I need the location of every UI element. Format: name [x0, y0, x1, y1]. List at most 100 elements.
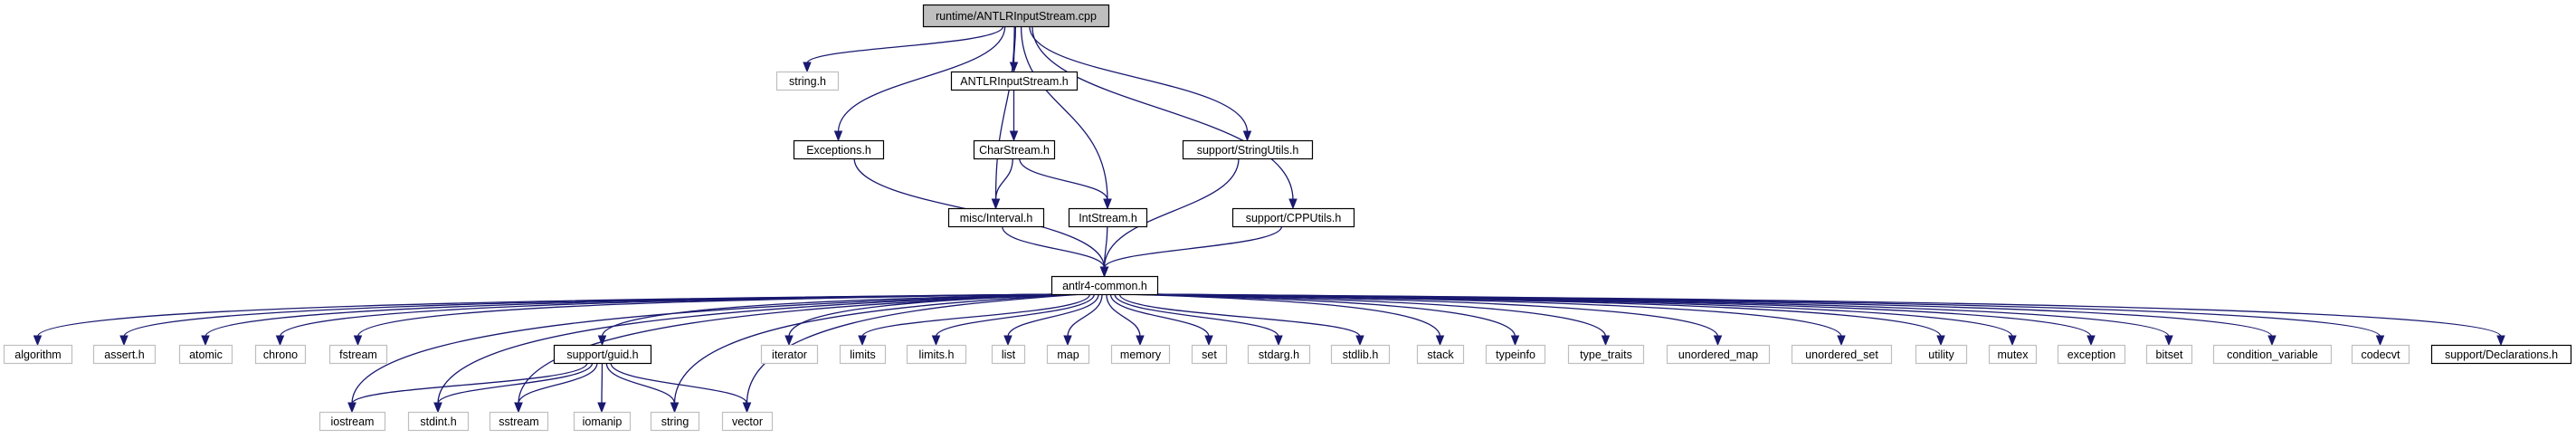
node-label: exception: [2067, 348, 2116, 361]
graph-node-stack: stack: [1416, 344, 1465, 365]
edge-arrowhead: [119, 335, 128, 347]
graph-node-map: map: [1046, 344, 1090, 365]
node-box: [1247, 344, 1311, 365]
node-label: unordered_set: [1805, 348, 1878, 361]
node-box: [991, 344, 1026, 365]
graph-node-iostream: iostream: [318, 411, 386, 432]
edge-charstream-h-to-intstream-h: [1019, 157, 1108, 201]
edge-common-h-to-string: [673, 293, 1079, 405]
node-box: [1050, 275, 1159, 296]
node-label: Exceptions.h: [806, 144, 871, 157]
graph-node-unordered-map: unordered_map: [1666, 344, 1771, 365]
edge-root-to-exceptions-h: [837, 25, 1006, 133]
node-box: [1231, 207, 1355, 228]
node-box: [3, 344, 73, 365]
edge-common-h-to-iostream: [351, 293, 1060, 405]
graph-node-common-h[interactable]: antlr4-common.h: [1050, 275, 1159, 296]
node-box: [1191, 344, 1228, 365]
node-label: support/StringUtils.h: [1197, 144, 1299, 157]
graph-node-stringutils-h[interactable]: support/StringUtils.h: [1182, 139, 1314, 160]
edge-arrowhead: [1063, 335, 1072, 347]
edge-root-to-intstream-h: [1020, 25, 1108, 201]
node-box: [2212, 344, 2333, 365]
graph-node-set: set: [1191, 344, 1228, 365]
node-label: map: [1057, 348, 1079, 361]
node-box: [318, 411, 386, 432]
node-box: [1666, 344, 1771, 365]
node-box: [721, 411, 774, 432]
edge-root-to-string-h: [806, 25, 1004, 64]
graph-node-unordered-set: unordered_set: [1791, 344, 1893, 365]
graph-node-charstream-h[interactable]: CharStream.h: [973, 139, 1056, 160]
edge-arrowhead: [1510, 335, 1520, 347]
node-label: fstream: [339, 348, 377, 361]
node-box: [922, 4, 1110, 28]
graph-node-intstream-h[interactable]: IntStream.h: [1068, 207, 1148, 228]
graph-node-exceptions-h[interactable]: Exceptions.h: [793, 139, 885, 160]
node-box: [254, 344, 307, 365]
graph-node-stdlib-h: stdlib.h: [1330, 344, 1391, 365]
node-label: unordered_map: [1678, 348, 1758, 361]
graph-edges: [33, 25, 2505, 414]
node-label: type_traits: [1580, 348, 1632, 361]
graph-node-utility: utility: [1915, 344, 1968, 365]
graph-node-cpputils-h[interactable]: support/CPPUtils.h: [1231, 207, 1355, 228]
edge-common-h-to-vector: [746, 293, 1083, 405]
graph-node-atomic: atomic: [178, 344, 233, 365]
edge-arrowhead: [1601, 335, 1611, 347]
edge-arrowhead: [931, 335, 941, 347]
node-label: iostream: [331, 415, 375, 428]
node-box: [947, 207, 1045, 228]
edge-common-h-to-stdlib-h: [1118, 293, 1361, 338]
graph-node-guid-h[interactable]: support/guid.h: [553, 344, 652, 365]
node-box: [950, 71, 1079, 91]
edge-arrowhead: [1009, 130, 1019, 142]
edge-interval-h-to-common-h: [1002, 225, 1106, 269]
node-label: codecvt: [2361, 348, 2400, 361]
edge-arrowhead: [514, 402, 523, 414]
node-box: [1110, 344, 1171, 365]
node-label: set: [1202, 348, 1217, 361]
graph-node-declarations-h[interactable]: support/Declarations.h: [2430, 344, 2572, 365]
edge-arrowhead: [433, 402, 442, 414]
edge-arrowhead: [275, 335, 285, 347]
edge-arrowhead: [2375, 335, 2385, 347]
node-box: [973, 139, 1056, 160]
edge-arrowhead: [1435, 335, 1445, 347]
graph-node-root[interactable]: runtime/ANTLRInputStream.cpp: [922, 4, 1110, 28]
graph-node-algorithm: algorithm: [3, 344, 73, 365]
node-box: [553, 344, 652, 365]
edge-arrowhead: [2086, 335, 2096, 347]
node-label: sstream: [499, 415, 538, 428]
edge-arrowhead: [1103, 198, 1112, 210]
node-label: typeinfo: [1496, 348, 1535, 361]
edge-arrowhead: [1099, 266, 1109, 278]
graph-node-vector: vector: [721, 411, 774, 432]
node-label: memory: [1120, 348, 1162, 361]
node-label: vector: [732, 415, 763, 428]
node-label: condition_variable: [2227, 348, 2318, 361]
node-box: [2430, 344, 2572, 365]
edge-arrowhead: [2164, 335, 2173, 347]
node-label: runtime/ANTLRInputStream.cpp: [936, 10, 1097, 23]
node-box: [1791, 344, 1893, 365]
graph-node-stdint-h: stdint.h: [407, 411, 470, 432]
graph-node-interval-h[interactable]: misc/Interval.h: [947, 207, 1045, 228]
edge-arrowhead: [1936, 335, 1945, 347]
node-label: limits.h: [919, 348, 955, 361]
edge-arrowhead: [2267, 335, 2277, 347]
edge-arrowhead: [2008, 335, 2017, 347]
node-label: CharStream.h: [979, 144, 1050, 157]
node-label: support/guid.h: [566, 348, 638, 361]
edge-arrowhead: [2496, 335, 2505, 347]
node-box: [1988, 344, 2038, 365]
node-label: ANTLRInputStream.h: [960, 75, 1069, 88]
node-label: stack: [1427, 348, 1454, 361]
node-box: [328, 344, 388, 365]
graph-node-typeinfo: typeinfo: [1485, 344, 1546, 365]
edge-guid-h-to-stdint-h: [437, 362, 594, 405]
graph-node-antlrinputstream-h[interactable]: ANTLRInputStream.h: [950, 71, 1079, 91]
graph-node-stdarg-h: stdarg.h: [1247, 344, 1311, 365]
node-label: stdint.h: [420, 415, 456, 428]
